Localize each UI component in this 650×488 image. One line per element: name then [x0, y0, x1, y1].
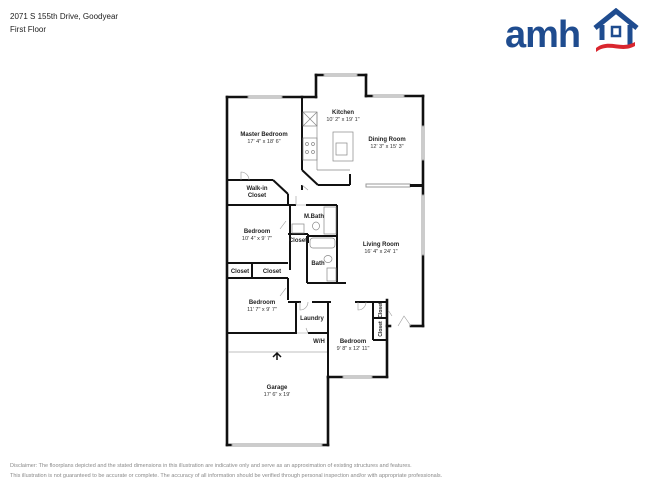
exterior-walls: [225, 73, 425, 447]
vanity-icon: [291, 223, 305, 234]
dining-room-label: Dining Room: [368, 137, 405, 143]
garage-dims: 17' 6" x 19': [264, 392, 291, 398]
entry-arrow-icon: [272, 351, 282, 360]
toilet-icon: [323, 255, 333, 263]
stove-icon: [302, 137, 318, 161]
bedroom-4-label: Bedroom: [340, 339, 366, 345]
bedroom-2-label: Bedroom: [244, 229, 270, 235]
bath-label: Bath: [311, 261, 325, 267]
bath-fixtures: [291, 206, 337, 282]
floor-label: First Floor: [10, 25, 46, 34]
vanity-icon: [326, 267, 337, 282]
house-outline-icon: [593, 8, 639, 52]
closet-a-label: Closet: [231, 269, 249, 275]
living-room-dims: 16' 4" x 24' 1": [364, 249, 397, 255]
master-bath-label: M.Bath: [304, 214, 324, 220]
amh-logo: amh: [505, 8, 645, 58]
sliding-door-panel: [410, 184, 423, 187]
kitchen-island: [332, 131, 354, 162]
bathtub-icon: [309, 237, 336, 249]
disclaimer-line-1: Disclaimer: The floorplans depicted and …: [10, 463, 412, 469]
kitchen-label: Kitchen: [332, 110, 354, 116]
shower-icon: [323, 206, 337, 235]
water-heater-label: W/H: [313, 339, 325, 345]
walk-in-closet-label-2: Closet: [248, 193, 266, 199]
door-swings: [240, 171, 412, 334]
logo-text: amh: [505, 14, 581, 56]
listing-header: 2071 S 155th Drive, Goodyear First Floor: [10, 10, 118, 36]
kitchen-fixtures: [302, 111, 354, 171]
dining-room-dims: 12' 3" x 15' 3": [370, 144, 403, 150]
toilet-icon: [312, 221, 320, 231]
laundry-label: Laundry: [300, 316, 324, 322]
disclaimer: Disclaimer: The floorplans depicted and …: [10, 461, 442, 481]
sink-icon: [335, 142, 348, 156]
bedroom-3-dims: 11' 7" x 9' 7": [247, 307, 277, 313]
closet-b-label: Closet: [263, 269, 281, 275]
master-bedroom-dims: 17' 4" x 18' 6": [247, 139, 280, 145]
living-room-label: Living Room: [363, 242, 399, 248]
master-bedroom-label: Master Bedroom: [240, 132, 287, 138]
room-labels: Kitchen 10' 2" x 19' 1" Dining Room 12' …: [231, 110, 406, 398]
walk-in-closet-label: Walk-in: [246, 186, 267, 192]
windows: [231, 73, 425, 447]
kitchen-dims: 10' 2" x 19' 1": [326, 117, 359, 123]
hall-closet-label: Closet: [289, 238, 307, 244]
property-address: 2071 S 155th Drive, Goodyear: [10, 12, 119, 21]
interior-walls: [227, 97, 387, 377]
closet-d-label: Closet: [378, 321, 384, 337]
garage-label: Garage: [267, 385, 288, 391]
bedroom-3-label: Bedroom: [249, 300, 275, 306]
bedroom-4-dims: 9' 8" x 12' 11": [337, 346, 370, 352]
bedroom-2-dims: 10' 4" x 9' 7": [242, 236, 272, 242]
closet-c-label: Closet: [378, 302, 384, 318]
disclaimer-line-2: This illustration is not guaranteed to b…: [10, 473, 443, 479]
